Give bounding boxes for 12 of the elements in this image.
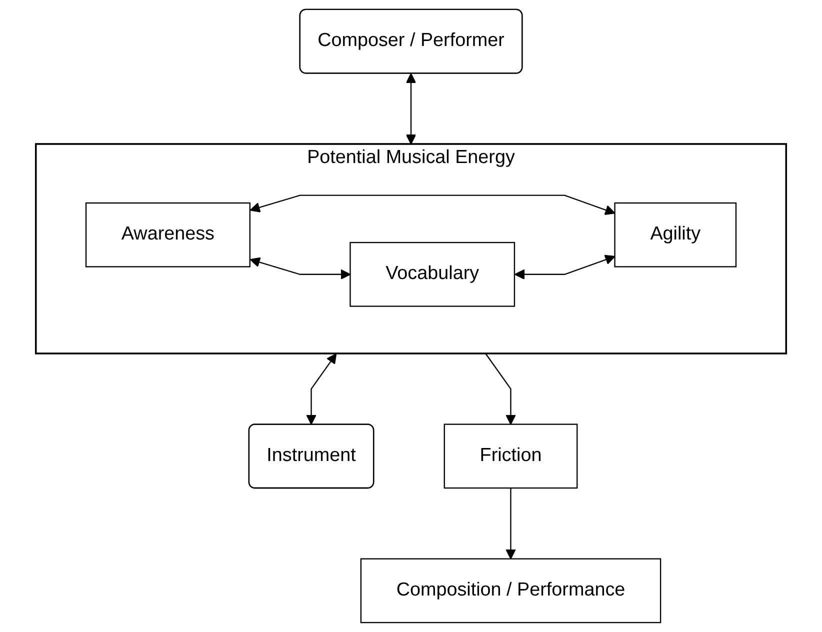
arrow: [250, 257, 351, 280]
node-box: Vocabulary: [350, 242, 516, 307]
node-box: Awareness: [85, 202, 250, 268]
arrow: [250, 194, 616, 215]
node-box: Friction: [444, 424, 578, 489]
arrow: [485, 353, 516, 425]
arrow: [306, 353, 337, 425]
node-box: Composition / Performance: [360, 558, 662, 624]
arrow: [514, 254, 616, 280]
arrow: [406, 73, 416, 144]
arrow: [506, 488, 516, 560]
node-box: Agility: [614, 202, 737, 268]
